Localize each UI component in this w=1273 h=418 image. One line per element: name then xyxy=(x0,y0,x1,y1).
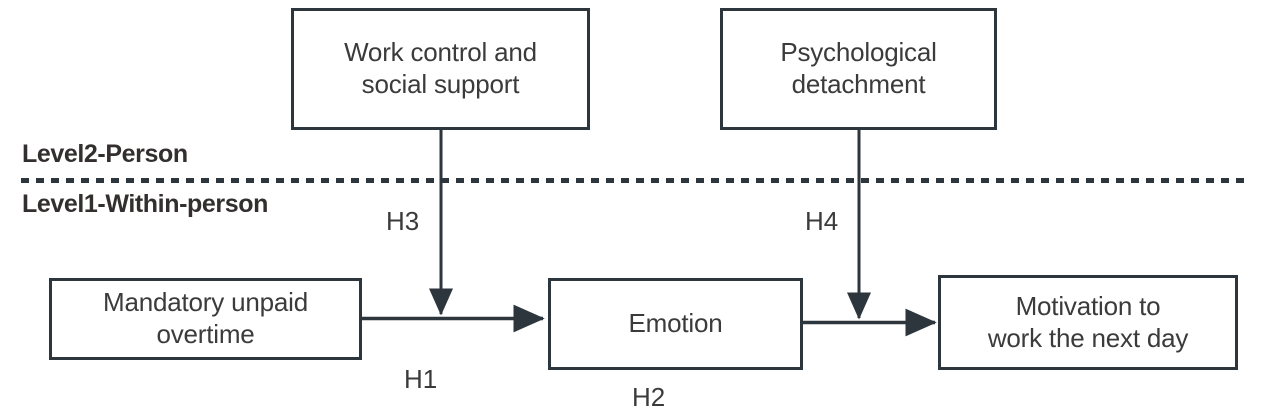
node-emotion[interactable]: Emotion xyxy=(548,278,803,370)
node-mandatory-unpaid-overtime[interactable]: Mandatory unpaid overtime xyxy=(49,278,362,360)
node-label-work-control-and-social-support: Work control and social support xyxy=(344,37,537,99)
hypothesis-label-h1: H1 xyxy=(404,364,438,394)
hypothesis-label-h2: H2 xyxy=(632,382,666,412)
node-work-control-and-social-support[interactable]: Work control and social support xyxy=(291,8,590,130)
node-label-mandatory-unpaid-overtime: Mandatory unpaid overtime xyxy=(103,287,308,349)
node-label-psychological-detachment: Psychological detachment xyxy=(780,37,937,99)
node-motivation-to-work-the-next-day[interactable]: Motivation to work the next day xyxy=(938,275,1238,370)
node-psychological-detachment[interactable]: Psychological detachment xyxy=(720,8,997,130)
level-label-level1-within-person: Level1-Within-person xyxy=(22,190,268,218)
hypothesis-label-h3: H3 xyxy=(386,206,420,236)
hypothesis-label-h4: H4 xyxy=(805,206,839,236)
node-label-emotion: Emotion xyxy=(628,308,723,339)
level-label-level2-person: Level2-Person xyxy=(22,140,188,168)
node-label-motivation-to-work-the-next-day: Motivation to work the next day xyxy=(987,290,1189,353)
